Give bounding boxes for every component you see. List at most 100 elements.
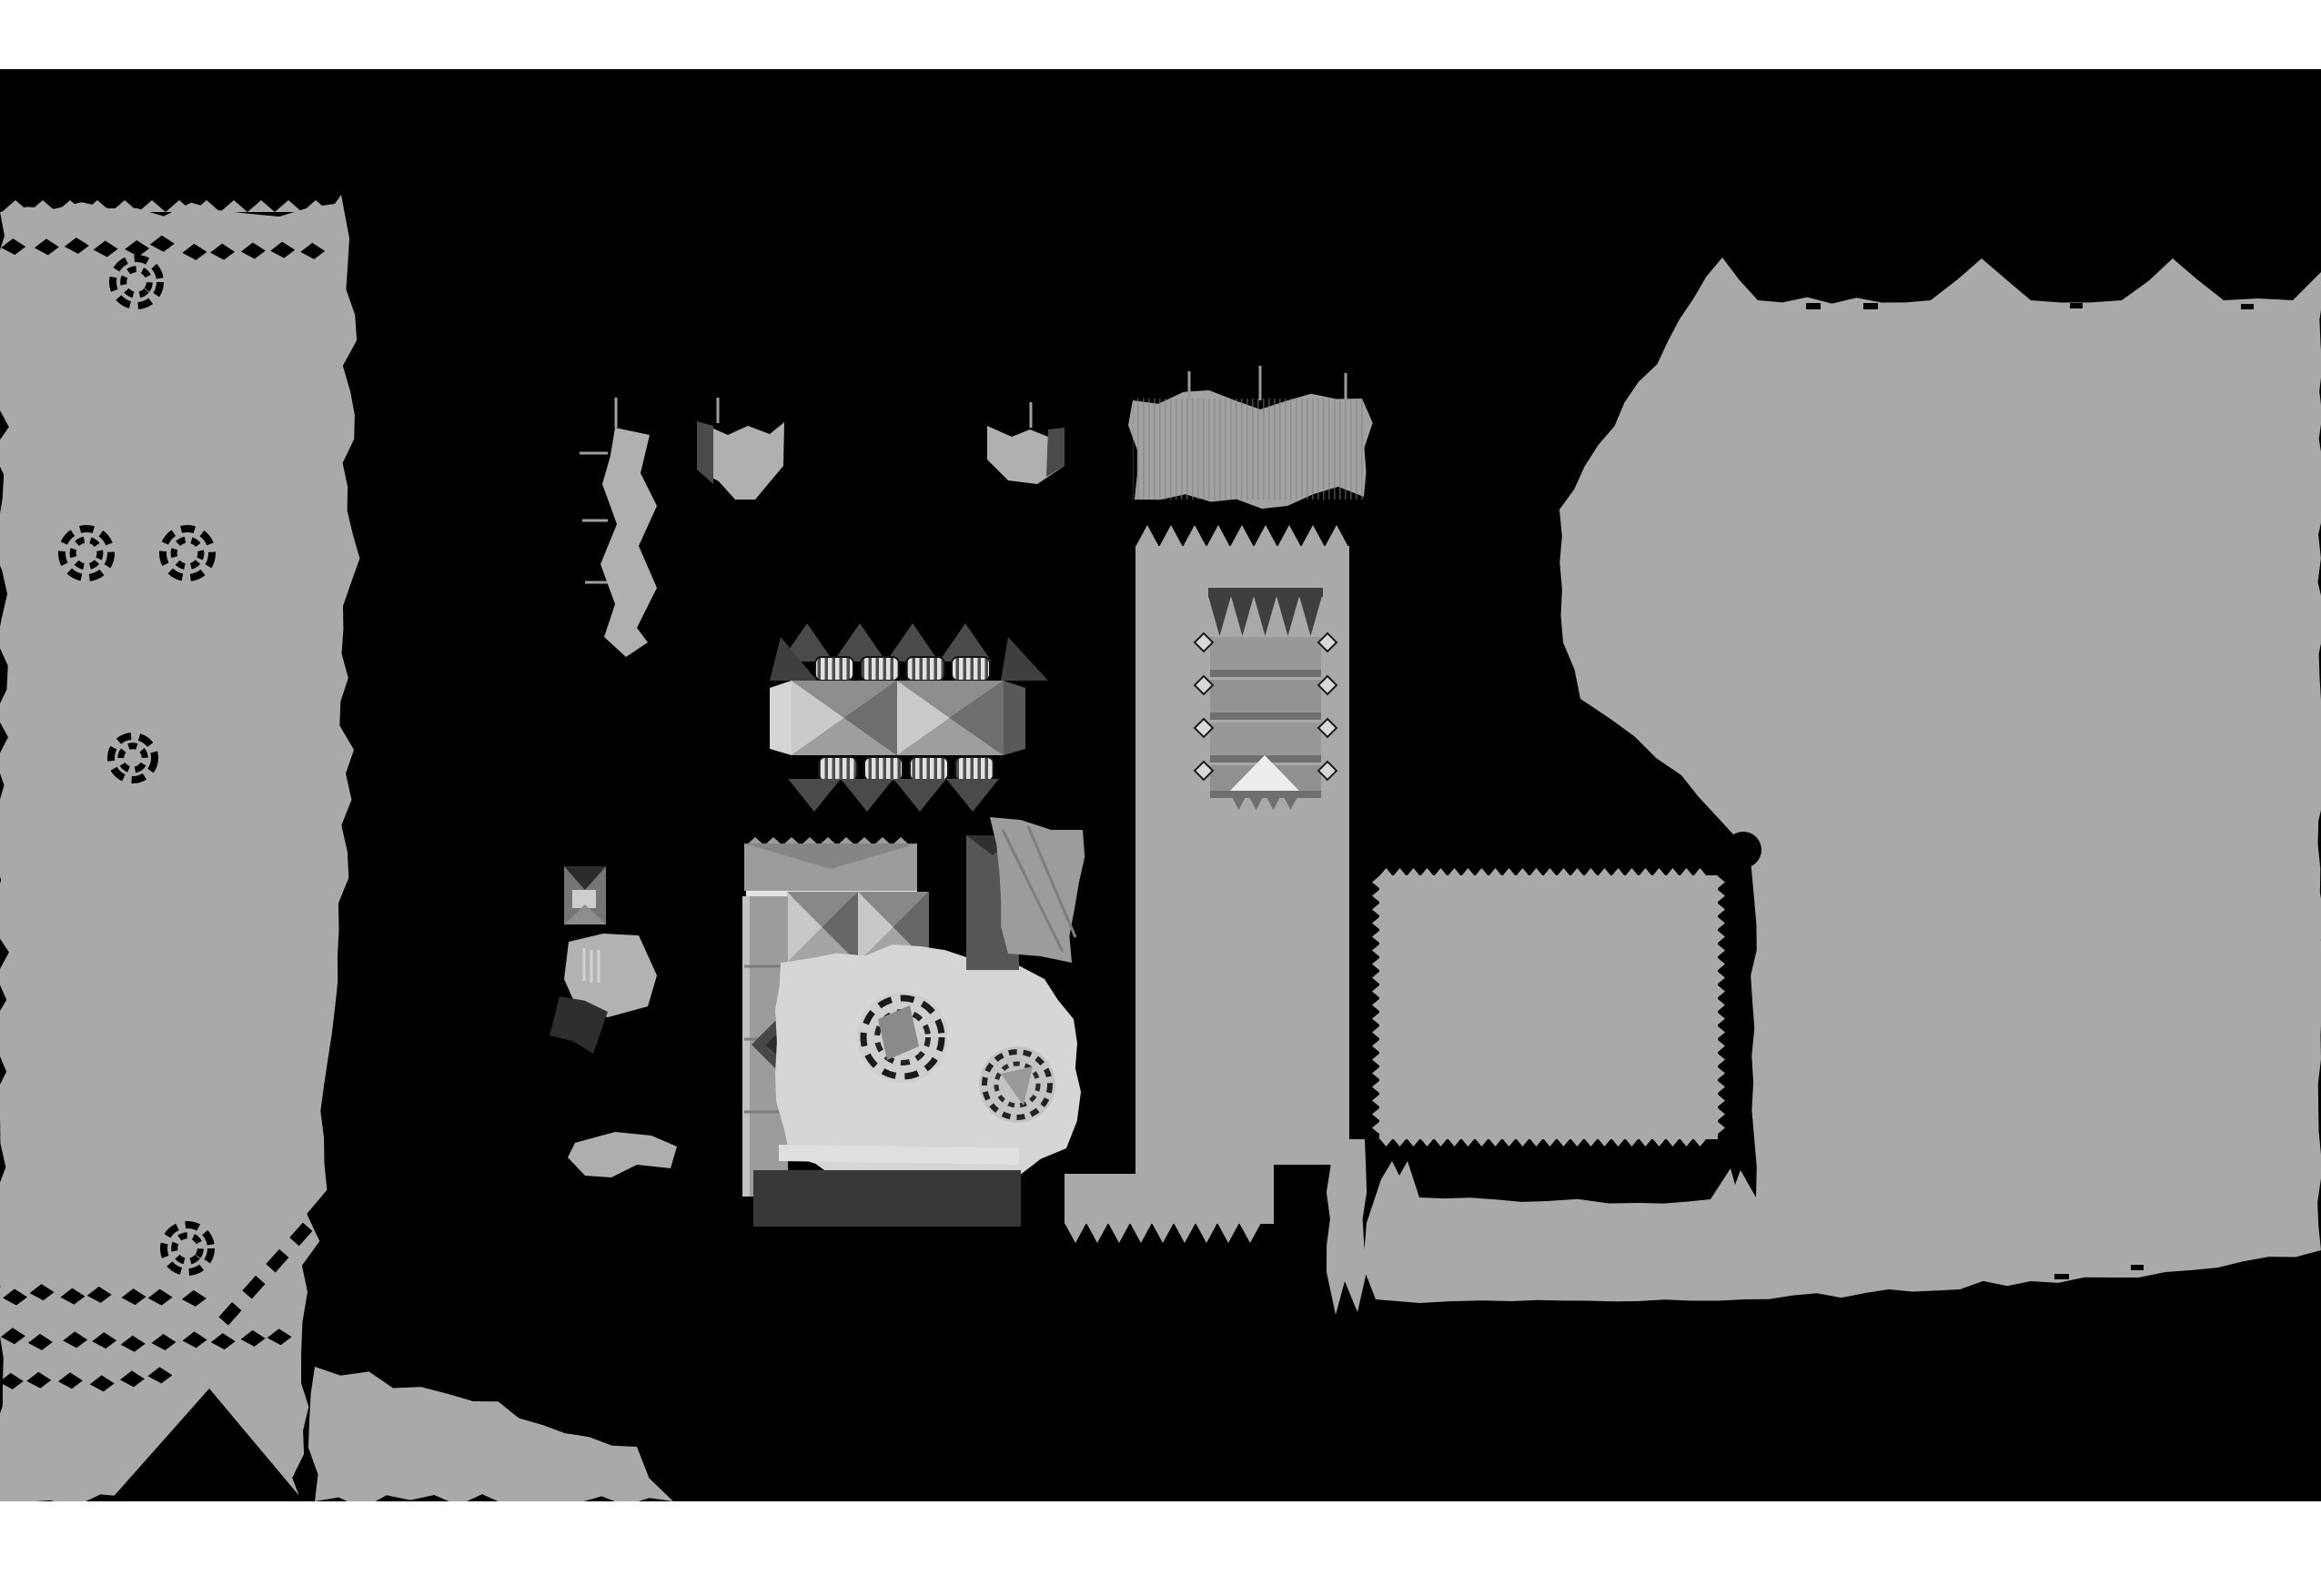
fence-row-a-picket	[2, 1288, 27, 1306]
rug-pink-top	[1379, 868, 1393, 876]
rug-pink-bottom	[1420, 1138, 1434, 1146]
fence-row-c-picket	[147, 1367, 173, 1384]
table-c1-n	[792, 681, 897, 718]
kitchen-counter-top-torn	[746, 837, 764, 845]
bush-3	[159, 525, 216, 581]
table-c1-s	[792, 718, 897, 755]
table-cap-right	[1004, 681, 1025, 755]
dining-end-shadow-right	[1001, 637, 1048, 681]
fence-row-a-picket	[147, 1288, 173, 1306]
rug-pink-top	[1448, 868, 1461, 876]
rug-pink-top	[1434, 868, 1448, 876]
cabinet-a-w	[787, 892, 822, 963]
east-dash-1	[1806, 303, 1821, 309]
dining-end-shadow-left	[770, 637, 817, 681]
kitchen-counter-top-facet	[744, 843, 917, 869]
rug-pink-top	[1666, 868, 1680, 876]
rug-pink-right	[1717, 944, 1725, 957]
rug-pink-bottom	[1529, 1138, 1543, 1146]
vision-banner-b-facet	[1046, 428, 1065, 477]
rug-pink-bottom	[1448, 1138, 1461, 1146]
rug-pink-left	[1372, 1053, 1380, 1066]
yard-lawn	[0, 195, 360, 1507]
rug-pink-bottom	[1461, 1138, 1475, 1146]
yard-top-scallop	[2, 200, 29, 212]
dining-chairback-shadows-bottom	[893, 779, 946, 812]
fence-row-a-picket	[60, 1288, 86, 1305]
fence-row-b-picket	[27, 1333, 53, 1350]
rug-pink-left	[1372, 985, 1380, 998]
rug-pink-bottom	[1584, 1138, 1598, 1146]
rug-pink-top	[1488, 868, 1502, 876]
rug-pink-left	[1372, 944, 1380, 957]
door-arc-bottom	[1722, 1142, 1750, 1169]
table-cap-left	[770, 681, 792, 755]
stone-blob	[568, 1132, 677, 1177]
rug-pink-bottom	[1407, 1138, 1420, 1146]
hallway-top-zigzag	[1183, 525, 1206, 547]
kitchen-counter-top-torn	[764, 837, 782, 845]
kitchen-counter-top-torn	[837, 837, 855, 845]
kitchen-counter-left-hl	[742, 896, 750, 1197]
table-c1-e	[844, 681, 897, 755]
hallway-bottom-zigzag	[1065, 1223, 1086, 1243]
bush-1	[109, 255, 164, 309]
rug-pink-left	[1372, 1066, 1380, 1080]
yard-top-scallop	[220, 200, 247, 212]
hallway-bottom-zigzag	[1196, 1223, 1217, 1243]
kitchen-counter-top-torn	[819, 837, 837, 845]
rug-pink-left	[1372, 1012, 1380, 1025]
table-c2-s	[897, 718, 1004, 755]
yard-top-scallop	[302, 200, 329, 212]
dining-chairback-shadows-top	[939, 623, 992, 662]
rug-pink-bottom	[1557, 1138, 1570, 1146]
fence-row-b-picket	[182, 1331, 207, 1349]
chair-seat-bottom-1	[818, 756, 858, 782]
hallway-top-zigzag	[1206, 525, 1230, 547]
fixture-round-1-scribble-outer	[860, 995, 945, 1080]
east-dash-6	[2131, 1265, 2144, 1270]
fence-row-c-picket	[57, 1372, 83, 1389]
hallway-top-zigzag	[1135, 525, 1159, 547]
hallway-top-zigzag	[1277, 525, 1301, 547]
kitchen-counter-top-torn	[873, 837, 892, 845]
stair-stud-l2	[1193, 674, 1215, 696]
table-c2-w	[897, 681, 950, 755]
yard-top-scallop	[29, 200, 56, 212]
yard-top-scallop	[111, 200, 138, 212]
rug-pink-right	[1717, 916, 1725, 930]
rug-pink-top	[1598, 868, 1611, 876]
fence-row-b-picket	[151, 1333, 177, 1350]
rug-pink-right	[1717, 1012, 1725, 1025]
stair-crown-teeth	[1231, 596, 1254, 636]
yard-top-scallop	[56, 200, 84, 212]
vision-banner-b	[987, 426, 1065, 484]
hallway-bottom-zigzag	[1174, 1223, 1196, 1243]
cabinet-b-n	[858, 892, 929, 927]
fence-row-b-picket	[120, 1335, 146, 1352]
stair-stud-l1	[1193, 631, 1215, 653]
cabinet-b-e	[893, 892, 929, 963]
yard-top-scallop	[166, 200, 193, 212]
fence-row-a-picket	[181, 1289, 207, 1307]
kitchen-wedge-line-2	[1026, 825, 1077, 938]
chair-seat-top-1	[814, 656, 854, 682]
rug-pink-right	[1717, 1066, 1725, 1080]
east-dash-2	[1863, 303, 1878, 309]
lawn-patch-south	[308, 1367, 673, 1509]
rug-pink-top	[1652, 868, 1666, 876]
fence-row-c-picket	[0, 1372, 24, 1389]
east-dash-3	[2070, 303, 2083, 308]
rug-pink-left	[1372, 1094, 1380, 1107]
rug-pink-top	[1570, 868, 1584, 876]
chair-seat-bottom-4	[954, 756, 994, 782]
bush-3-core	[170, 536, 205, 571]
bush-5	[160, 1221, 215, 1276]
rug-pink-left	[1372, 1121, 1380, 1135]
fence-row-b-picket	[0, 1328, 25, 1345]
hallway-top-zigzag	[1301, 525, 1325, 547]
light-ribbon	[600, 428, 657, 657]
couch-body	[564, 934, 657, 1017]
